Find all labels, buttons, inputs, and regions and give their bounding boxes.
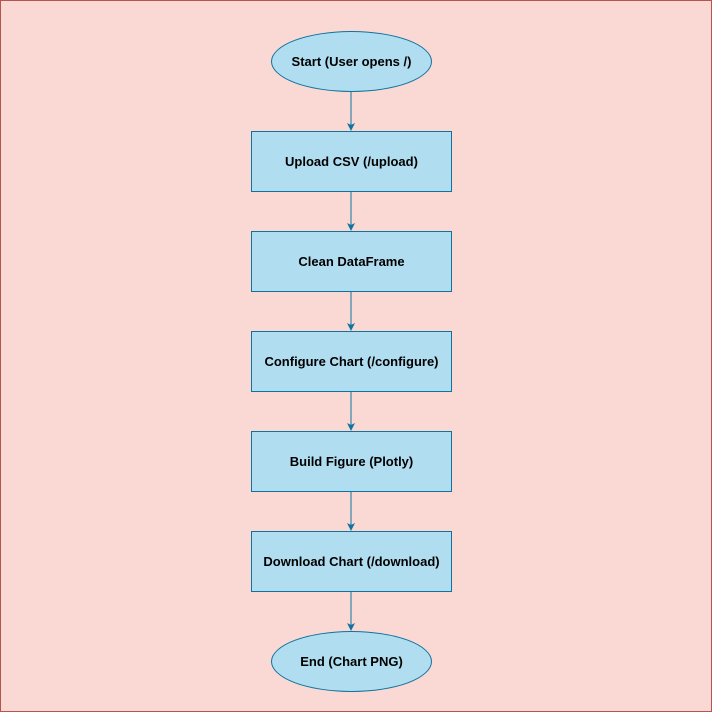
node-configure-chart[interactable]: Configure Chart (/configure) <box>251 331 452 392</box>
node-end[interactable]: End (Chart PNG) <box>271 631 432 692</box>
node-download-chart[interactable]: Download Chart (/download) <box>251 531 452 592</box>
node-download-chart-label: Download Chart (/download) <box>263 553 440 569</box>
node-start-label: Start (User opens /) <box>291 53 412 69</box>
node-upload-csv[interactable]: Upload CSV (/upload) <box>251 131 452 192</box>
node-clean-dataframe[interactable]: Clean DataFrame <box>251 231 452 292</box>
node-build-figure[interactable]: Build Figure (Plotly) <box>251 431 452 492</box>
node-upload-csv-label: Upload CSV (/upload) <box>285 153 418 169</box>
node-build-figure-label: Build Figure (Plotly) <box>289 453 414 469</box>
node-clean-dataframe-label: Clean DataFrame <box>298 253 405 269</box>
node-configure-chart-label: Configure Chart (/configure) <box>264 353 439 369</box>
node-start[interactable]: Start (User opens /) <box>271 31 432 92</box>
node-end-label: End (Chart PNG) <box>300 653 403 669</box>
